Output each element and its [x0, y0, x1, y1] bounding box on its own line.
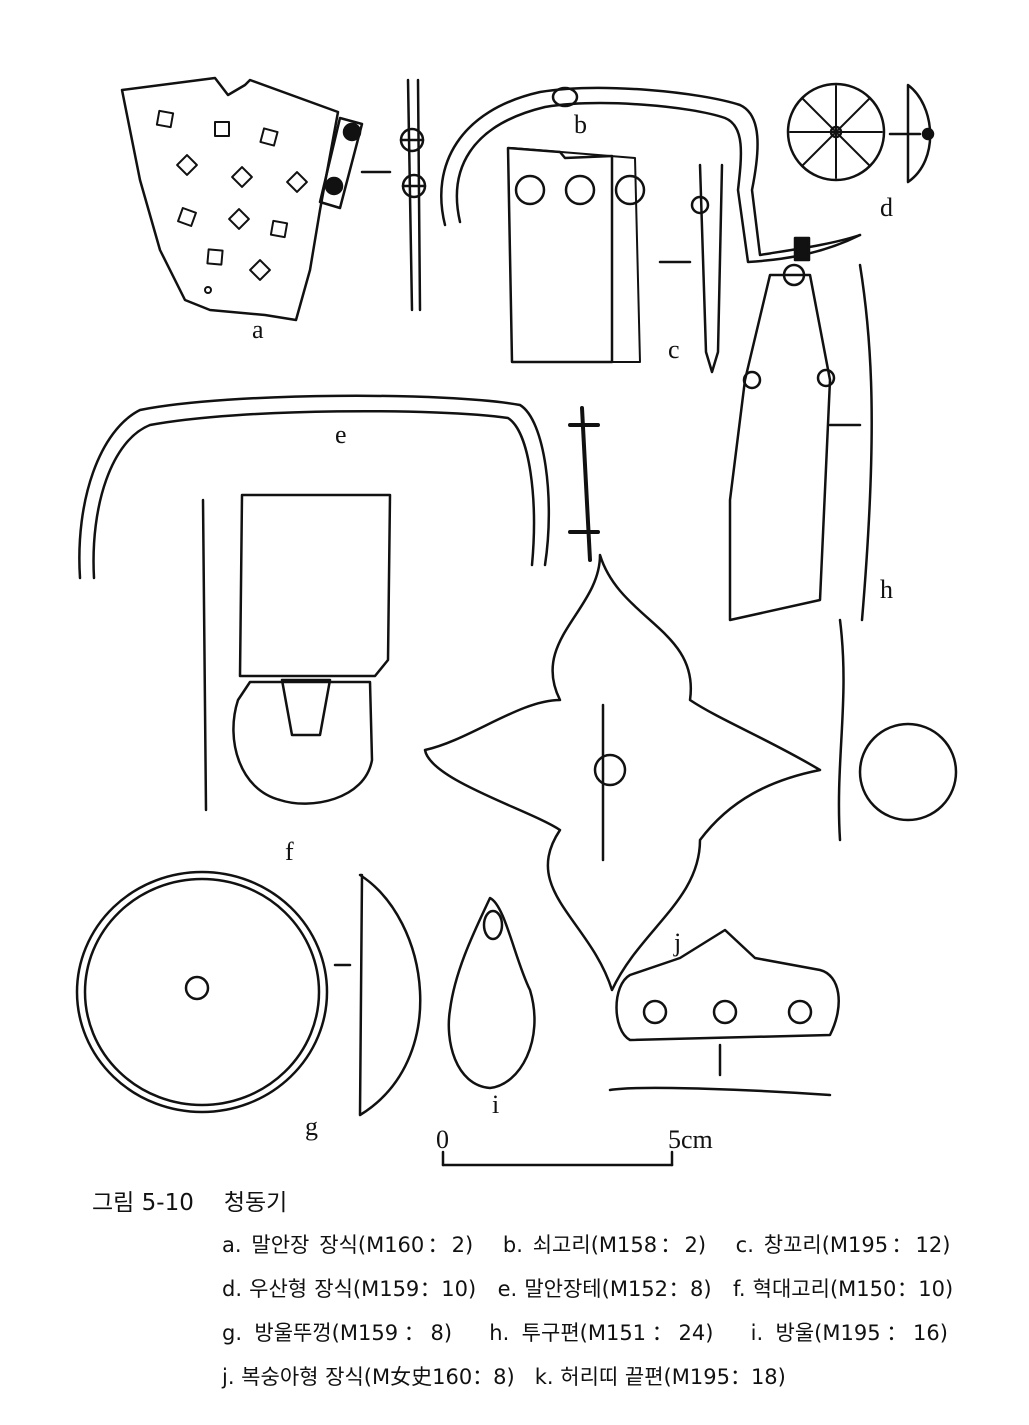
label-d: d: [880, 193, 893, 222]
label-h: h: [880, 575, 893, 604]
figure-number: 그림 5-10: [92, 1190, 194, 1216]
caption-item: g. 방울뚜껑(M159：8): [222, 1321, 453, 1345]
scale-max-label: 5cm: [668, 1125, 713, 1154]
artifact-g-drawing: [75, 870, 422, 1117]
artifact-a-drawing: [120, 76, 427, 322]
scale-zero-label: 0: [436, 1125, 449, 1154]
label-c: c: [668, 335, 680, 364]
label-a: a: [252, 315, 264, 344]
label-b: b: [574, 110, 587, 139]
artifact-h-drawing: [728, 263, 873, 622]
caption-item: c. 창꼬리(M195：12): [735, 1233, 951, 1257]
caption-items: a. 말안장 장식(M160：2) b. 쇠고리(M158：2) c. 창꼬리(…: [222, 1223, 967, 1399]
caption-item: e. 말안장테(M152：8): [497, 1277, 712, 1301]
scale-bar: [441, 1150, 674, 1167]
caption-item: k. 허리띠 끝편(M195：18): [534, 1365, 786, 1389]
artifact-d-drawing: [786, 82, 935, 184]
caption-heading: 그림 5-10 청동기: [92, 1183, 992, 1217]
label-i: i: [492, 1090, 499, 1119]
label-j: j: [673, 928, 681, 957]
caption-item: d. 우산형 장식(M159：10): [222, 1277, 477, 1301]
artifact-j-drawing: [423, 553, 958, 992]
figure-title: 청동기: [223, 1190, 288, 1216]
label-g: g: [305, 1112, 318, 1141]
artifact-i-drawing: [447, 896, 536, 1090]
artifact-c-drawing: [506, 146, 724, 374]
artifact-k-drawing: [608, 928, 840, 1097]
artifact-e-drawing: [78, 394, 600, 580]
label-f: f: [285, 837, 294, 866]
artifact-f-drawing: [201, 493, 392, 812]
caption-item: f. 혁대고리(M150：10): [732, 1277, 954, 1301]
caption-item: h. 투구편(M151：24): [489, 1321, 714, 1345]
caption-item: b. 쇠고리(M158：2): [502, 1233, 707, 1257]
artifact-b-drawing: [440, 86, 862, 264]
artifact-drawings: a b c d e f g h i j 0 5cm: [75, 76, 958, 1167]
figure-caption: 그림 5-10 청동기 a. 말안장 장식(M160：2) b. 쇠고리(M158…: [92, 1183, 992, 1399]
caption-item: j. 복숭아형 장식(M女史160：8): [222, 1365, 515, 1389]
label-e: e: [335, 420, 347, 449]
caption-item: a. 말안장 장식(M160：2): [222, 1233, 474, 1257]
caption-item: i. 방울(M195：16): [750, 1321, 948, 1345]
